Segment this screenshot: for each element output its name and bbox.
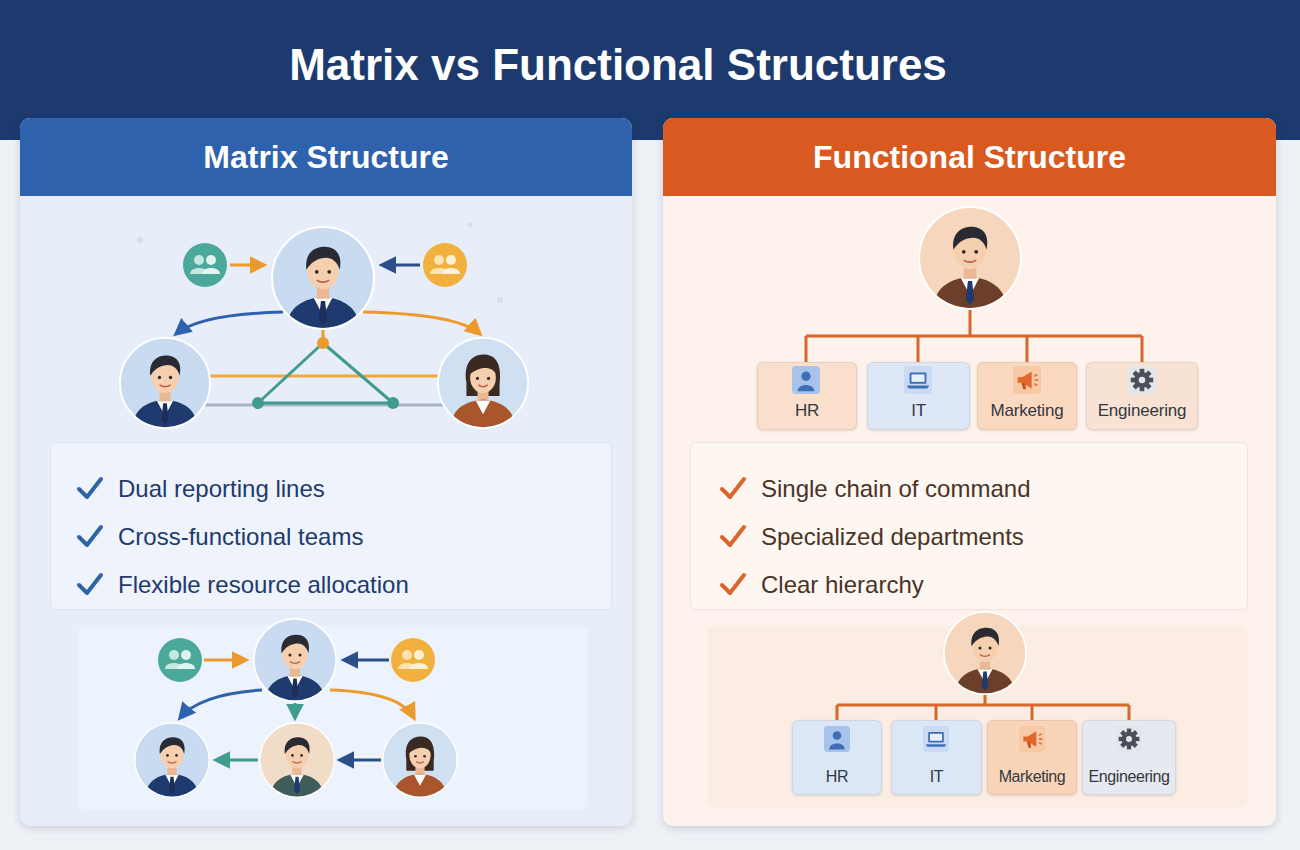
check-mark	[722, 575, 744, 593]
it-icon	[904, 366, 932, 394]
link-line	[258, 343, 393, 403]
junction-dot	[252, 397, 264, 409]
report-arrow	[180, 690, 262, 718]
check-marks	[79, 479, 101, 593]
engineering-icon	[1116, 726, 1142, 752]
department-label: Engineering	[1098, 401, 1187, 421]
link-line	[205, 375, 445, 378]
team-icon	[391, 638, 435, 682]
hr-icon	[792, 366, 820, 394]
department-box: Marketing	[987, 720, 1077, 795]
report-arrow	[363, 312, 480, 334]
team-icon	[183, 243, 227, 287]
department-label: Marketing	[999, 768, 1066, 786]
report-arrow	[294, 703, 297, 718]
employee-avatar	[438, 338, 528, 429]
check-mark	[722, 479, 744, 497]
department-box: IT	[867, 362, 970, 430]
department-box: Engineering	[1082, 720, 1176, 795]
department-box: HR	[757, 362, 857, 430]
illustration-backdrop	[78, 625, 588, 810]
functional-illustration	[792, 207, 1156, 394]
manager-avatar	[919, 207, 1021, 310]
department-label: Engineering	[1089, 768, 1170, 786]
link-line	[205, 404, 445, 407]
functional-illustration	[824, 612, 1142, 752]
feature-list: Dual reporting linesCross-functional tea…	[50, 442, 612, 610]
check-mark	[79, 575, 101, 593]
department-label: IT	[930, 768, 943, 786]
hierarchy-line	[837, 695, 1129, 720]
page-title: Matrix vs Functional Structures	[0, 38, 1236, 92]
check-mark	[79, 479, 101, 497]
feature-list: Single chain of commandSpecialized depar…	[690, 442, 1248, 610]
department-box: HR	[792, 720, 882, 795]
check-mark	[722, 527, 744, 545]
department-box: IT	[891, 720, 982, 795]
department-label: HR	[795, 401, 819, 421]
hierarchy-line	[806, 310, 1142, 362]
dot-decor	[137, 237, 143, 243]
matrix-illustration	[135, 619, 457, 798]
junction-dot	[387, 397, 399, 409]
department-label: IT	[911, 401, 926, 421]
feature-item: Single chain of command	[761, 465, 1247, 513]
manager-avatar	[944, 612, 1026, 695]
engineering-icon	[1128, 366, 1156, 394]
feature-item: Cross-functional teams	[118, 513, 611, 561]
link-line	[258, 402, 393, 405]
department-label: Marketing	[991, 401, 1064, 421]
department-box: Marketing	[977, 362, 1077, 430]
manager-avatar	[272, 227, 374, 330]
dot-decor	[468, 223, 473, 228]
employee-avatar	[120, 338, 210, 429]
matrix-illustration	[120, 223, 528, 430]
report-arrow	[216, 759, 258, 762]
report-arrow	[382, 264, 420, 267]
manager-avatar	[254, 619, 336, 702]
report-arrow	[176, 312, 283, 334]
functional-panel: Functional StructureHRITMarketingEnginee…	[663, 118, 1276, 826]
panel-heading: Functional Structure	[663, 118, 1276, 196]
employee-avatar	[260, 723, 334, 798]
junction-dot	[317, 337, 329, 349]
team-icon	[158, 638, 202, 682]
feature-item: Specialized departments	[761, 513, 1247, 561]
it-icon	[923, 726, 949, 752]
dot-decor	[497, 297, 503, 303]
report-arrow	[330, 690, 414, 718]
check-mark	[79, 527, 101, 545]
report-arrow	[340, 759, 381, 762]
link-line	[322, 330, 325, 343]
check-marks	[722, 479, 744, 593]
feature-item: Clear hierarchy	[761, 561, 1247, 609]
marketing-icon	[1019, 726, 1045, 752]
employee-avatar	[383, 723, 457, 798]
department-box: Engineering	[1086, 362, 1198, 430]
report-arrow	[230, 264, 264, 267]
department-label: HR	[826, 768, 848, 786]
team-icon	[423, 243, 467, 287]
matrix-panel: Matrix StructureDual reporting linesCros…	[20, 118, 632, 826]
report-arrow	[204, 659, 246, 662]
feature-item: Dual reporting lines	[118, 465, 611, 513]
report-arrow	[344, 659, 389, 662]
marketing-icon	[1013, 366, 1041, 394]
hr-icon	[824, 726, 850, 752]
employee-avatar	[135, 723, 209, 798]
panel-heading: Matrix Structure	[20, 118, 632, 196]
feature-item: Flexible resource allocation	[118, 561, 611, 609]
